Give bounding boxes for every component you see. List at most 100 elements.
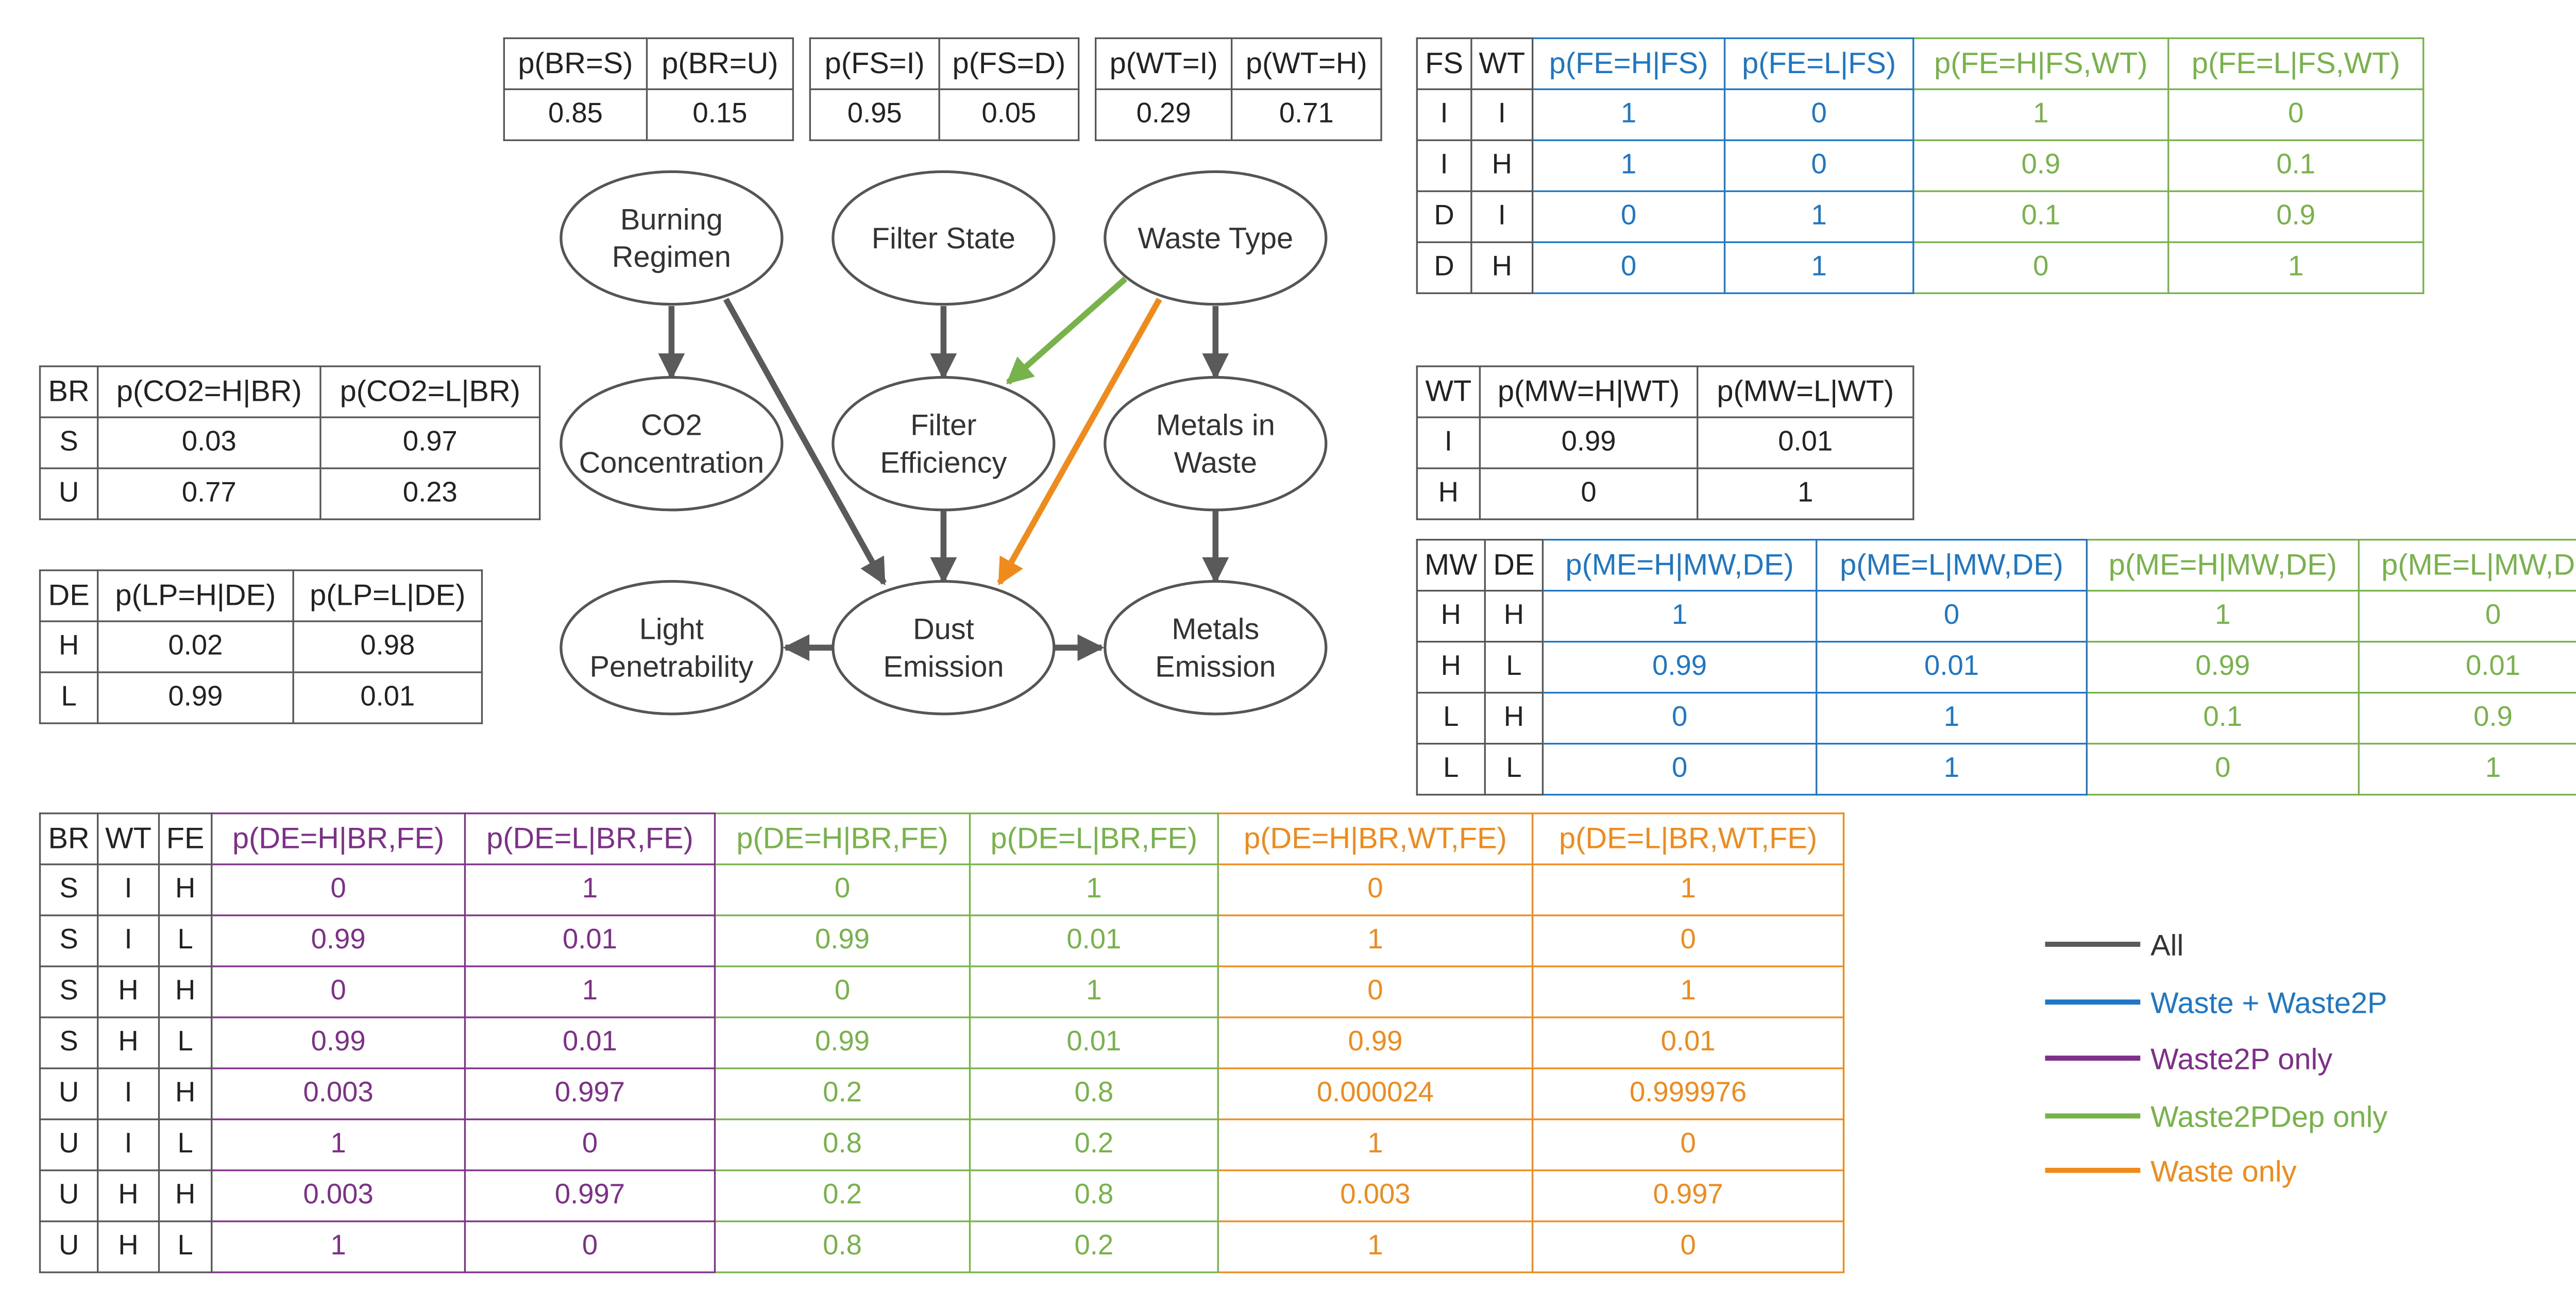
table-header-cell: p(FS=D) [938, 37, 1080, 90]
table-cell: I [1416, 88, 1472, 141]
table-cell: 1 [464, 863, 716, 916]
table-cell: 0.8 [714, 1220, 971, 1273]
node-metals-in-waste: Metals in Waste [1156, 407, 1275, 480]
table-cell: 1 [969, 965, 1219, 1018]
table-cell: 1 [211, 1220, 466, 1273]
legend-label-waste2p-only: Waste2P only [2150, 1042, 2333, 1076]
table-cell: H [97, 1169, 160, 1222]
table-cell: 0 [211, 863, 466, 916]
legend-label-waste-waste2p: Waste + Waste2P [2150, 985, 2387, 1020]
table-cell: 0.98 [292, 620, 483, 673]
table-header-cell: WT [1416, 365, 1481, 418]
table-cell: 0.03 [97, 416, 321, 469]
table-header-cell: MW [1416, 539, 1486, 592]
table-cell: 0.2 [969, 1220, 1219, 1273]
table-header-cell: p(ME=H|MW,DE) [2086, 539, 2360, 592]
table-cell: S [39, 914, 99, 967]
table-cell: 0.99 [1541, 640, 1818, 694]
table-cell: 0.1 [2167, 139, 2425, 192]
table-cell: 0.01 [1697, 416, 1914, 469]
table-header-cell: DE [1484, 539, 1544, 592]
table-cell: 1 [1217, 1220, 1534, 1273]
table-header-cell: p(ME=H|MW,DE) [1541, 539, 1818, 592]
table-cell: 0.8 [969, 1067, 1219, 1120]
table-cell: 0 [1816, 589, 2088, 643]
node-metals-in-waste-shape [1104, 376, 1328, 512]
table-cell: L [158, 1220, 213, 1273]
table-cell: 1 [1541, 589, 1818, 643]
table-cell: 1 [2167, 241, 2425, 294]
table-cell: 0.01 [2358, 640, 2576, 694]
table-header-cell: FE [158, 812, 213, 865]
table-header-cell: p(MW=H|WT) [1479, 365, 1699, 418]
table-cell: 1 [1532, 863, 1845, 916]
table-cell: L [1484, 640, 1544, 694]
table-cell: H [97, 1220, 160, 1273]
table-cell: 0 [1532, 1220, 1845, 1273]
table-cell: U [39, 1067, 99, 1120]
table-cell: 1 [464, 965, 716, 1018]
de-cpt-table: BR WT FE p(DE=H|BR,FE) p(DE=L|BR,FE) p(D… [39, 812, 1845, 1273]
table-cell: 0.9 [1912, 139, 2170, 192]
table-header-cell: p(FE=L|FS,WT) [2167, 37, 2425, 90]
table-cell: 0.99 [211, 914, 466, 967]
table-cell: 1 [1217, 1118, 1534, 1171]
br-prior-table: p(BR=S) p(BR=U) 0.85 0.15 [503, 37, 794, 141]
fe-cpt-table: FS WT p(FE=H|FS) p(FE=L|FS) p(FE=H|FS,WT… [1416, 37, 2425, 294]
table-header-cell: p(FS=I) [809, 37, 940, 90]
table-cell: 1 [969, 863, 1219, 916]
table-cell: 0 [211, 965, 466, 1018]
table-cell: H [1416, 589, 1486, 643]
table-cell: H [39, 620, 99, 673]
table-header-cell: p(LP=H|DE) [97, 569, 294, 622]
table-cell: H [1416, 640, 1486, 694]
table-cell: 1 [1816, 691, 2088, 745]
table-cell: 0.99 [211, 1016, 466, 1069]
legend-swatch-waste-waste2p [2045, 999, 2141, 1005]
table-header-cell: BR [39, 365, 99, 418]
table-cell: L [39, 671, 99, 724]
table-cell: H [97, 1016, 160, 1069]
table-header-cell: p(DE=L|BR,FE) [969, 812, 1219, 865]
table-cell: 0.95 [809, 88, 940, 141]
table-header-cell: p(BR=S) [503, 37, 648, 90]
table-cell: 1 [1532, 139, 1726, 192]
table-cell: 0.85 [503, 88, 648, 141]
table-cell: 0.99 [714, 1016, 971, 1069]
wt-prior-table: p(WT=I) p(WT=H) 0.29 0.71 [1095, 37, 1382, 141]
table-cell: 0.8 [714, 1118, 971, 1171]
legend-swatch-waste2pdep-only [2045, 1113, 2141, 1119]
table-cell: 0.05 [938, 88, 1080, 141]
table-cell: 0 [2086, 742, 2360, 796]
legend-swatch-all [2045, 942, 2141, 947]
table-cell: 0 [1217, 965, 1534, 1018]
table-cell: D [1416, 190, 1472, 243]
table-cell: 0.2 [969, 1118, 1219, 1171]
node-filter-efficiency-shape [832, 376, 1056, 512]
table-cell: L [158, 914, 213, 967]
table-header-cell: p(ME=L|MW,DE) [2358, 539, 2576, 592]
table-cell: 0.15 [646, 88, 794, 141]
table-cell: H [158, 1169, 213, 1222]
table-header-cell: WT [1470, 37, 1534, 90]
node-waste-type-shape [1104, 170, 1328, 306]
table-cell: I [1470, 88, 1534, 141]
table-cell: 0.99 [97, 671, 294, 724]
node-metals-emission-shape [1104, 580, 1328, 716]
node-dust-emission-shape [832, 580, 1056, 716]
table-header-cell: p(DE=L|BR,WT,FE) [1532, 812, 1845, 865]
table-header-cell: WT [97, 812, 160, 865]
edge-wt-fe [1006, 276, 1128, 385]
table-cell: 0.29 [1095, 88, 1233, 141]
mw-cpt-table: WT p(MW=H|WT) p(MW=L|WT) I 0.99 0.01 H 0… [1416, 365, 1914, 520]
table-cell: 0.9 [2167, 190, 2425, 243]
table-cell: I [1470, 190, 1534, 243]
table-cell: 0.01 [1532, 1016, 1845, 1069]
table-cell: H [158, 965, 213, 1018]
table-cell: S [39, 416, 99, 469]
legend-swatch-waste2p-only [2045, 1056, 2141, 1061]
table-cell: H [1470, 139, 1534, 192]
table-cell: 0 [464, 1220, 716, 1273]
table-cell: 0 [2358, 589, 2576, 643]
